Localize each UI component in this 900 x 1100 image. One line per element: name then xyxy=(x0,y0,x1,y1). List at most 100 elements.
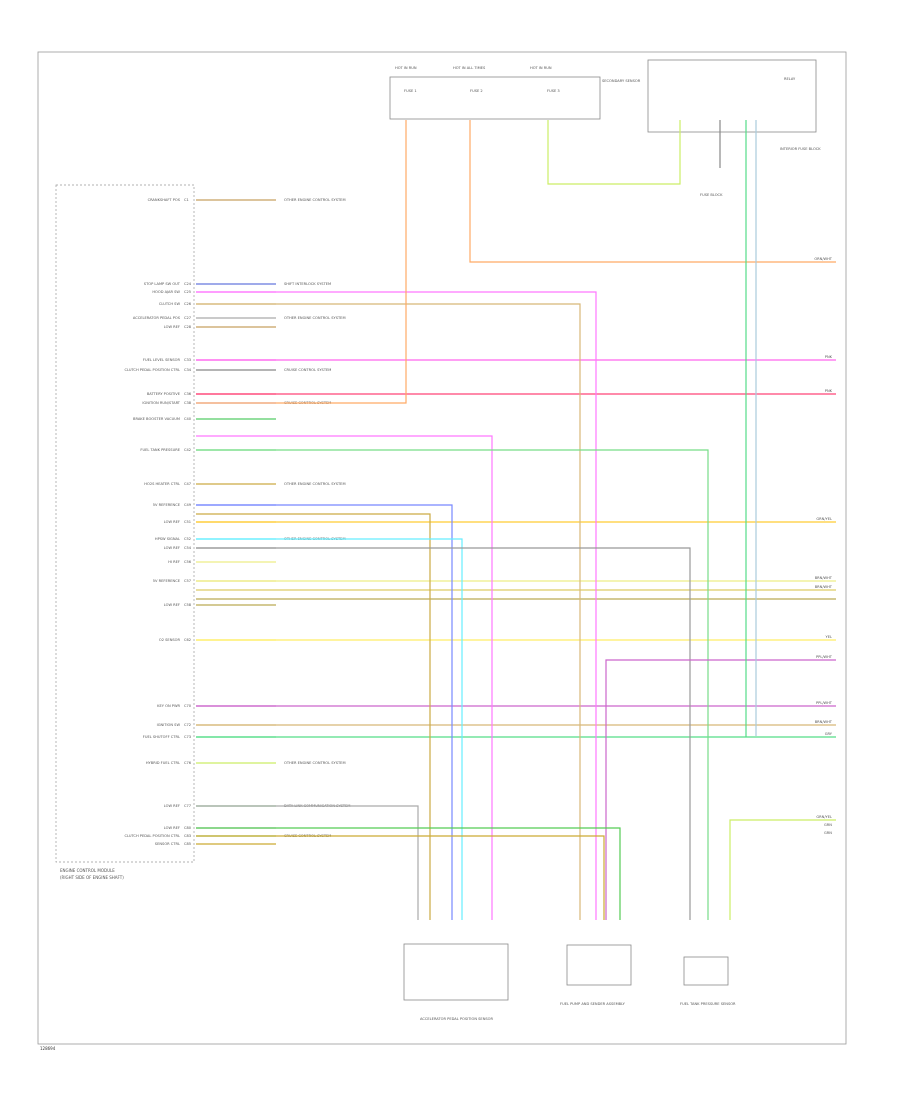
wire-color-label: ORN/WHT xyxy=(814,257,832,261)
pin-label: IGNITION RUN/START xyxy=(142,401,180,405)
pin-label: HOOD AJAR SW xyxy=(152,290,180,294)
pin-label: BRAKE BOOSTER VACUUM xyxy=(133,417,180,421)
pin-circuit: C54 xyxy=(184,546,192,550)
pin-label: CRANKSHAFT POS xyxy=(148,198,181,202)
pin-circuit: C26 xyxy=(184,302,192,306)
pin-circuit: C49 xyxy=(184,503,192,507)
pin-circuit: C38 xyxy=(184,401,192,405)
pin-circuit: C36 xyxy=(184,392,192,396)
pin-label: CLUTCH SW xyxy=(159,302,181,306)
pin-circuit: C47 xyxy=(184,482,191,486)
accelerator-sensor-box xyxy=(403,943,509,1001)
wire-run xyxy=(196,827,621,920)
pin-circuit: C85 xyxy=(184,842,191,846)
pin-label: 5V REFERENCE xyxy=(153,503,181,507)
pin-note: SHIFT INTERLOCK SYSTEM xyxy=(284,282,331,286)
wire-run xyxy=(605,659,836,920)
pin-circuit: C34 xyxy=(184,368,192,372)
pin-circuit: C24 xyxy=(184,282,192,286)
pin-label: HI REF xyxy=(168,560,180,564)
pin-circuit: C25 xyxy=(184,290,191,294)
wire-color-label: GRN xyxy=(824,823,832,827)
wire-color-label: BRN/WHT xyxy=(815,720,833,724)
wire-color-label: GRY xyxy=(825,732,833,736)
pin-label: LOW REF xyxy=(164,804,180,808)
pin-label: FUEL TANK PRESSURE xyxy=(140,448,180,452)
wire-color-label: BRN/WHT xyxy=(815,576,833,580)
wires xyxy=(196,120,836,920)
wire-run xyxy=(196,435,493,920)
pin-circuit: C76 xyxy=(184,761,192,765)
wire-run xyxy=(547,120,681,185)
fuse-block-label: FUSE BLOCK xyxy=(700,193,723,197)
pin-label: IGNITION SW xyxy=(157,723,181,727)
fuel-pump-label: FUEL PUMP AND SENDER ASSEMBLY xyxy=(560,1002,626,1006)
pin-label: LOW REF xyxy=(164,603,180,607)
ecm-outline xyxy=(55,184,195,863)
pin-label: FUEL SHUTOFF CTRL xyxy=(143,735,180,739)
figure-id: 128694 xyxy=(40,1046,56,1051)
pin-label: SENSOR CTRL xyxy=(155,842,180,846)
wire-color-label: GRN/YEL xyxy=(816,815,832,819)
pin-label: LOW REF xyxy=(164,520,180,524)
pin-label: LOW REF xyxy=(164,325,180,329)
ecm-pin-row: HI REF C56 xyxy=(168,560,276,564)
tank-pressure-label: FUEL TANK PRESSURE SENSOR xyxy=(680,1002,736,1006)
pin-circuit: C40 xyxy=(184,417,192,421)
pin-note: OTHER ENGINE CONTROL SYSTEM xyxy=(284,482,346,486)
pin-circuit: C80 xyxy=(184,826,192,830)
wire-run xyxy=(196,513,431,920)
fuse-3-label: HOT IN RUN xyxy=(530,66,552,70)
pin-circuit: C27 xyxy=(184,316,191,320)
pin-circuit: C77 xyxy=(184,804,191,808)
pin-note: OTHER ENGINE CONTROL SYSTEM xyxy=(284,316,346,320)
ecm-pin-row: BRAKE BOOSTER VACUUM C40 xyxy=(133,417,276,421)
pin-label: BATTERY POSITIVE xyxy=(147,392,181,396)
pin-label: KEY ON PWR xyxy=(157,704,180,708)
fuse-1-name: FUSE 1 xyxy=(404,89,417,93)
wire-run xyxy=(196,538,463,920)
pin-label: 5V REFERENCE xyxy=(153,579,181,583)
pin-label: CLUTCH PEDAL POSITION CTRL xyxy=(124,368,180,372)
accelerator-sensor-label: ACCELERATOR PEDAL POSITION SENSOR xyxy=(420,1017,493,1021)
tank-pressure-box xyxy=(683,956,729,986)
pin-circuit: C52 xyxy=(184,537,191,541)
pin-circuit: C57 xyxy=(184,579,191,583)
fuse-2-name: FUSE 2 xyxy=(470,89,483,93)
wire-run xyxy=(196,547,691,920)
pin-label: LOW REF xyxy=(164,826,180,830)
wire-color-label: PNK xyxy=(825,355,833,359)
pin-note: CRUISE CONTROL SYSTEM xyxy=(284,368,331,372)
wire-run xyxy=(196,835,605,920)
pin-circuit: C51 xyxy=(184,520,191,524)
fuse-1: HOT IN RUN FUSE 1 xyxy=(395,66,417,93)
pin-note: OTHER ENGINE CONTROL SYSTEM xyxy=(284,761,346,765)
wire-run xyxy=(196,303,581,920)
interior-fuse-block-label: INTERIOR FUSE BLOCK xyxy=(780,147,821,151)
pin-circuit: C58 xyxy=(184,603,192,607)
pin-circuit: C42 xyxy=(184,448,191,452)
wire-color-label: GRN xyxy=(824,831,832,835)
wire-run xyxy=(469,120,836,263)
pin-label: HO2S HEATER CTRL xyxy=(144,482,180,486)
ecm-pin-row: SENSOR CTRL C85 xyxy=(155,842,276,846)
wire-run xyxy=(196,504,453,920)
wire-color-label: YEL xyxy=(826,635,832,639)
pin-circuit: C56 xyxy=(184,560,192,564)
wire-color-label: BRN/WHT xyxy=(815,585,833,589)
wire-run xyxy=(196,291,597,920)
fuse-1-label: HOT IN RUN xyxy=(395,66,417,70)
ecm-pin-row: HO2S HEATER CTRL C47 OTHER ENGINE CONTROL … xyxy=(144,482,345,486)
pin-label: ACCELERATOR PEDAL POS xyxy=(133,316,181,320)
wire-run xyxy=(196,449,709,920)
pin-circuit: C72 xyxy=(184,723,191,727)
fuse-2: HOT IN ALL TIMES FUSE 2 xyxy=(453,66,486,93)
pin-circuit: C83 xyxy=(184,834,191,838)
pin-circuit: C33 xyxy=(184,358,191,362)
pin-circuit: C73 xyxy=(184,735,191,739)
